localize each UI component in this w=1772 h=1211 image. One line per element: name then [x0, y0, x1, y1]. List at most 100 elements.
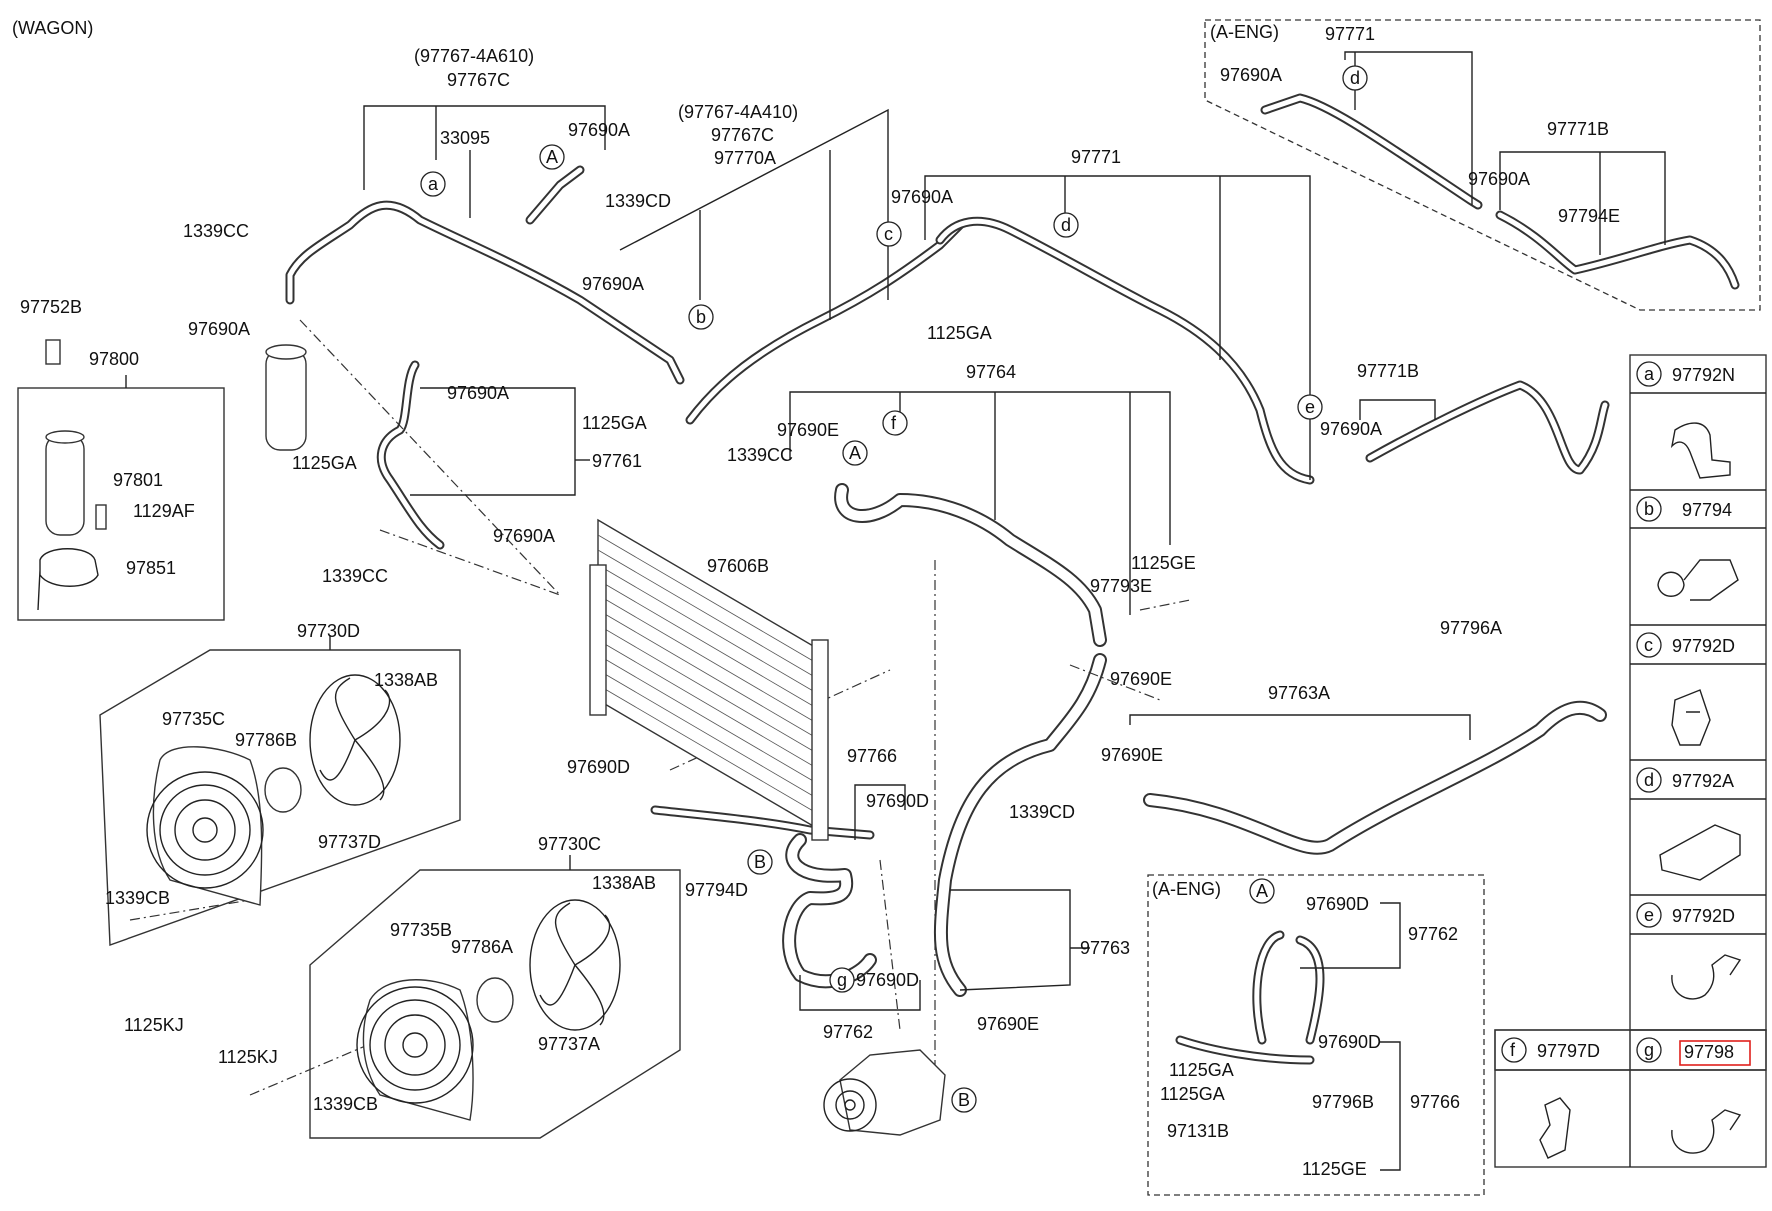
marker-letter: a: [428, 174, 439, 194]
a-eng-upper-box: [1204, 19, 1761, 311]
legend-marker-d: [1636, 767, 1662, 793]
legend-letter: c: [1644, 635, 1653, 655]
receiver-drier-box: [17, 387, 225, 621]
callout-label: 97793E: [1090, 576, 1152, 596]
legend-part-number: 97792D: [1672, 636, 1735, 656]
marker-letter: B: [958, 1090, 970, 1110]
callout-label: 97771B: [1547, 119, 1609, 139]
callout-label: 97730D: [297, 621, 360, 641]
legend-clip-d-drawing: [1659, 824, 1741, 881]
callout-label: 97762: [1408, 924, 1458, 944]
marker-circles: A a b c d e f A B g B d A: [420, 65, 1368, 1113]
marker-letter: e: [1305, 397, 1315, 417]
fan-assembly-c-box: [309, 869, 681, 1139]
pipes: [285, 93, 1740, 1065]
callout-label: 1339CB: [105, 888, 170, 908]
legend-clip-e-drawing: [1671, 954, 1742, 1000]
legend-letter: b: [1644, 499, 1654, 519]
callout-label: 97690E: [977, 1014, 1039, 1034]
callout-label: 97690E: [1101, 745, 1163, 765]
callout-label: 97763A: [1268, 683, 1330, 703]
callout-label: 1339CC: [322, 566, 388, 586]
callout-labels: (WAGON) (97767-4A610) 97767C 33095 97690…: [12, 18, 1620, 1179]
marker-letter: c: [884, 224, 893, 244]
callout-label: 97752B: [20, 297, 82, 317]
callout-label: 97606B: [707, 556, 769, 576]
receiver-drier: [37, 339, 307, 611]
callout-label: 97761: [592, 451, 642, 471]
callout-label: 97690D: [1306, 894, 1369, 914]
fan-c: [356, 899, 621, 1121]
callout-label: 97690D: [856, 970, 919, 990]
callout-label: 33095: [440, 128, 490, 148]
callout-label: 97131B: [1167, 1121, 1229, 1141]
legend-clip-g-drawing: [1671, 1109, 1742, 1154]
legend-part-number: 97792D: [1672, 906, 1735, 926]
callout-label: 97690E: [777, 420, 839, 440]
marker-letter: b: [696, 307, 706, 327]
callout-label: 97786A: [451, 937, 513, 957]
legend-clip-a-drawing: [1670, 422, 1731, 479]
marker-letter: d: [1061, 215, 1071, 235]
marker-letter: B: [754, 852, 766, 872]
callout-label: 97690D: [866, 791, 929, 811]
callout-label: 97770A: [714, 148, 776, 168]
callout-label: 97730C: [538, 834, 601, 854]
legend-part-number-highlighted: 97798: [1684, 1042, 1734, 1062]
legend-marker-g: [1636, 1037, 1662, 1063]
marker-e: [1297, 394, 1323, 420]
fan-assembly-d-box: [99, 649, 461, 946]
callout-label: 97690A: [1220, 65, 1282, 85]
legend-clip-f-drawing: [1539, 1097, 1571, 1159]
marker-letter: d: [1350, 68, 1360, 88]
marker-letter: f: [891, 413, 897, 433]
callout-label: 1125GA: [1169, 1060, 1234, 1080]
marker-letter: A: [546, 147, 558, 167]
callout-label: (A-ENG): [1210, 22, 1279, 42]
callout-label: 97690A: [493, 526, 555, 546]
callout-label: 97767C: [711, 125, 774, 145]
legend-part-number: 97794: [1682, 500, 1732, 520]
callout-label: 97794E: [1558, 206, 1620, 226]
callout-label: 97762: [823, 1022, 873, 1042]
callout-label: 1339CC: [183, 221, 249, 241]
callout-label: 1339CB: [313, 1094, 378, 1114]
callout-label: 97766: [1410, 1092, 1460, 1112]
marker-B-bottom: [951, 1087, 977, 1113]
callout-label: 97690A: [188, 319, 250, 339]
callout-label: 1339CD: [1009, 802, 1075, 822]
callout-label: 97767C: [447, 70, 510, 90]
callout-label: 97771B: [1357, 361, 1419, 381]
callout-label: 1129AF: [133, 501, 195, 521]
callout-label: 1125GA: [1160, 1084, 1225, 1104]
marker-c: [876, 221, 902, 247]
callout-label: 97735C: [162, 709, 225, 729]
callout-label: 97690A: [1468, 169, 1530, 189]
legend-letter: g: [1644, 1040, 1654, 1060]
callout-label: 97801: [113, 470, 163, 490]
callout-label: (97767-4A610): [414, 46, 534, 66]
fan-d: [146, 674, 401, 906]
legend-grid: [1494, 354, 1767, 1168]
callout-label: (97767-4A410): [678, 102, 798, 122]
callout-label: 1125GE: [1302, 1159, 1367, 1179]
callout-label: 97796B: [1312, 1092, 1374, 1112]
callout-label: 1125GE: [1131, 553, 1196, 573]
legend-letter: a: [1644, 364, 1655, 384]
callout-label: 1125KJ: [218, 1047, 278, 1067]
callout-label: 97737D: [318, 832, 381, 852]
a-eng-lower-box: [1147, 874, 1485, 1196]
marker-A-top: [539, 144, 565, 170]
callout-label: 97786B: [235, 730, 297, 750]
legend-letter: d: [1644, 770, 1654, 790]
callout-label: 97771: [1071, 147, 1121, 167]
callout-label: 1338AB: [592, 873, 656, 893]
legend-marker-c: [1636, 632, 1662, 658]
marker-letter: A: [1256, 881, 1268, 901]
marker-letter: A: [849, 443, 861, 463]
legend-g-highlight: [1679, 1040, 1751, 1066]
callout-label: 1339CC: [727, 445, 793, 465]
legend-marker-a: [1636, 361, 1662, 387]
callout-label: (A-ENG): [1152, 879, 1221, 899]
